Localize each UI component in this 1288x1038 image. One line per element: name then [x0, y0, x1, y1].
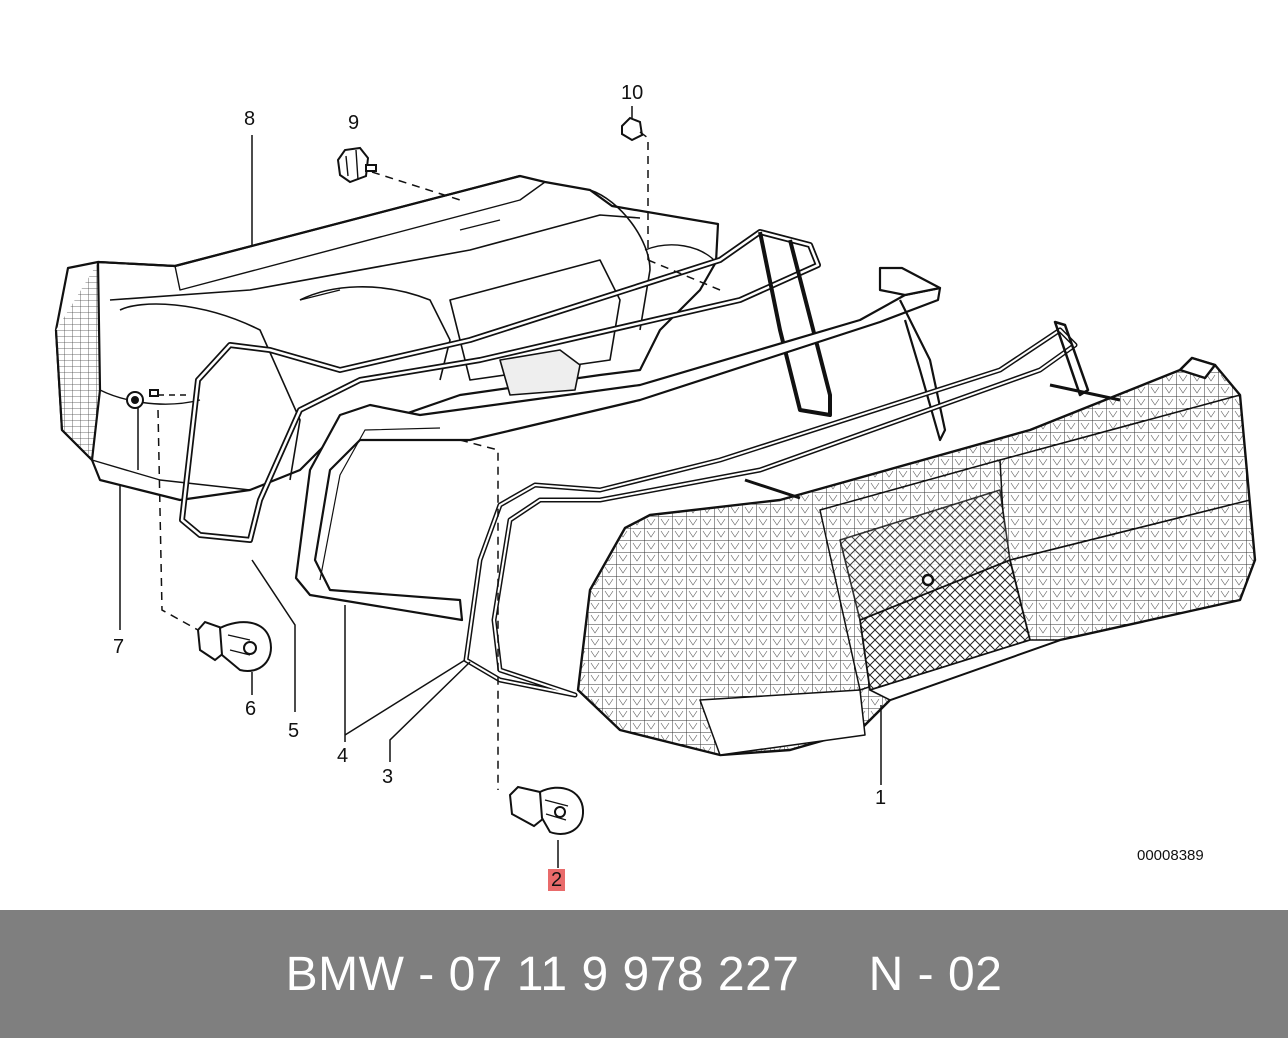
seal-part-3 — [463, 320, 1090, 698]
bulb-socket — [126, 389, 159, 409]
callout-8: 8 — [244, 108, 256, 130]
callout-6: 6 — [245, 698, 257, 720]
leader-lines — [119, 106, 882, 868]
callout-2-highlighted: 2 — [548, 869, 566, 891]
tail-light-exploded-view — [54, 106, 1257, 868]
callout-1: 1 — [875, 787, 887, 809]
clip-part-10 — [621, 116, 644, 142]
callout-5: 5 — [288, 720, 300, 742]
part-number-text: BMW - 07 11 9 978 227 N - 02 — [285, 947, 1003, 1001]
callout-3: 3 — [382, 766, 394, 788]
gasket-part-5 — [179, 229, 832, 543]
bulb-part-6 — [196, 620, 272, 672]
callout-10: 10 — [621, 82, 644, 104]
diagram-document-code: 00008389 — [1137, 847, 1204, 864]
callout-4: 4 — [337, 745, 349, 767]
housing-part-8 — [54, 174, 720, 502]
frame-part-4 — [294, 266, 947, 622]
part-number-footer: BMW - 07 11 9 978 227 N - 02 — [0, 910, 1288, 1038]
callout-7: 7 — [113, 636, 125, 658]
parts-diagram: 8 9 10 7 6 5 4 3 2 1 00008389 — [54, 82, 1257, 891]
bulb-part-2 — [508, 785, 585, 835]
lens-part-1 — [576, 356, 1257, 757]
nut-part-9 — [336, 146, 377, 184]
callout-9: 9 — [348, 112, 360, 134]
